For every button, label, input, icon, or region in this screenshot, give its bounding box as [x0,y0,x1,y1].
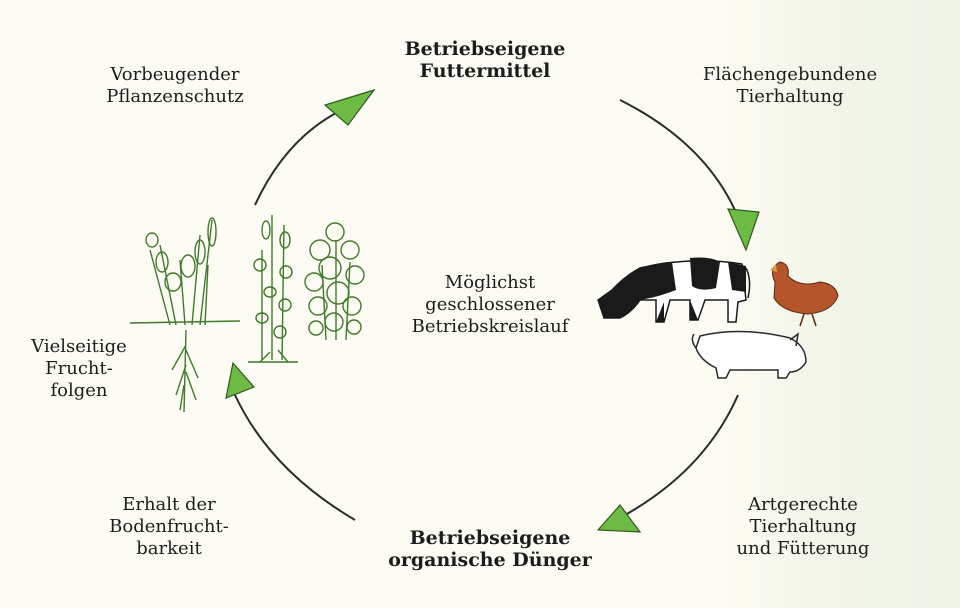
label-left-line-2: Frucht- [14,358,144,380]
label-top-right-husbandry: Flächengebundene Tierhaltung [690,64,890,108]
label-center-line-3: Betriebskreislauf [395,316,585,338]
label-top-left-line-2: Pflanzenschutz [80,86,270,108]
label-bottom-left-soil-fertility: Erhalt der Bodenfrucht- barkeit [94,494,244,560]
label-bottom-line-2: organische Dünger [370,549,610,571]
label-left-crop-rotation: Vielseitige Frucht- folgen [14,336,144,402]
label-bottom-left-line-2: Bodenfrucht- [94,516,244,538]
pig-icon [692,331,806,378]
arrow-arc-top-right [620,100,740,222]
arrow-arc-top-left [255,112,338,205]
cow-icon [598,258,750,323]
label-top-line-1: Betriebseigene [385,38,585,60]
label-top-right-line-2: Tierhaltung [690,86,890,108]
label-bottom-left-line-3: barkeit [94,538,244,560]
label-center-cycle: Möglichst geschlossener Betriebskreislau… [395,272,585,338]
label-top-right-line-1: Flächengebundene [690,64,890,86]
arrowhead-bottom-left [226,363,254,398]
arrow-arc-bottom-left [235,395,355,520]
label-bottom-right-line-1: Artgerechte [718,494,888,516]
label-bottom-line-1: Betriebseigene [370,527,610,549]
arrowhead-top-right [728,209,759,250]
label-bottom-fertilizer: Betriebseigene organische Dünger [370,527,610,571]
label-bottom-right-line-3: und Fütterung [718,538,888,560]
label-bottom-left-line-1: Erhalt der [94,494,244,516]
label-top-feed: Betriebseigene Futtermittel [385,38,585,82]
label-center-line-1: Möglichst [395,272,585,294]
arrowhead-top-left [325,90,374,125]
chicken-icon [770,262,838,326]
label-bottom-right-animal-welfare: Artgerechte Tierhaltung und Fütterung [718,494,888,560]
label-top-line-2: Futtermittel [385,60,585,82]
label-center-line-2: geschlossener [395,294,585,316]
label-top-left-line-1: Vorbeugender [80,64,270,86]
label-top-left-plant-protection: Vorbeugender Pflanzenschutz [80,64,270,108]
label-bottom-right-line-2: Tierhaltung [718,516,888,538]
label-left-line-1: Vielseitige [14,336,144,358]
label-left-line-3: folgen [14,380,144,402]
